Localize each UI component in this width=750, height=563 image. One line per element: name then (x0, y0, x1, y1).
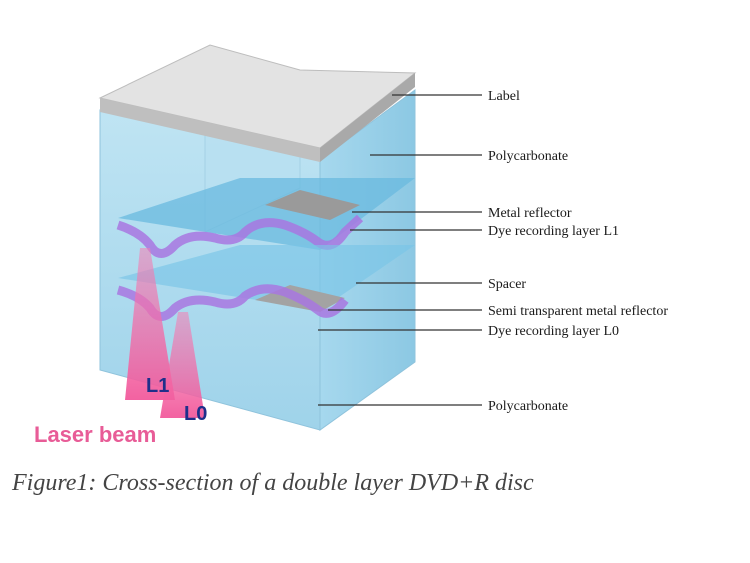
label-layer-front-edge (100, 98, 320, 162)
metal-reflector-edge (265, 190, 360, 220)
label-semi-transparent-reflector: Semi transparent metal reflector (488, 304, 668, 319)
beam-label-l1: L1 (146, 375, 169, 397)
label-polycarbonate-bottom: Polycarbonate (488, 399, 568, 414)
figure-caption: Figure1: Cross-section of a double layer… (12, 470, 534, 496)
label-metal-reflector: Metal reflector (488, 206, 572, 221)
label-spacer: Spacer (488, 277, 526, 292)
laser-beam-label: Laser beam (34, 422, 156, 447)
spacer-plate (118, 245, 415, 310)
beam-label-l0: L0 (184, 403, 207, 425)
label-polycarbonate-top: Polycarbonate (488, 149, 568, 164)
laser-beam-l0 (160, 312, 205, 418)
leader-lines (318, 94, 482, 406)
laser-beam-l1 (125, 248, 175, 400)
dye-layer-l1-wave (116, 214, 364, 258)
label-layer-side-edge (320, 73, 415, 162)
label-dye-layer-l1: Dye recording layer L1 (488, 224, 619, 239)
label-dye-layer-l0: Dye recording layer L0 (488, 324, 619, 339)
label-label: Label (488, 89, 520, 104)
